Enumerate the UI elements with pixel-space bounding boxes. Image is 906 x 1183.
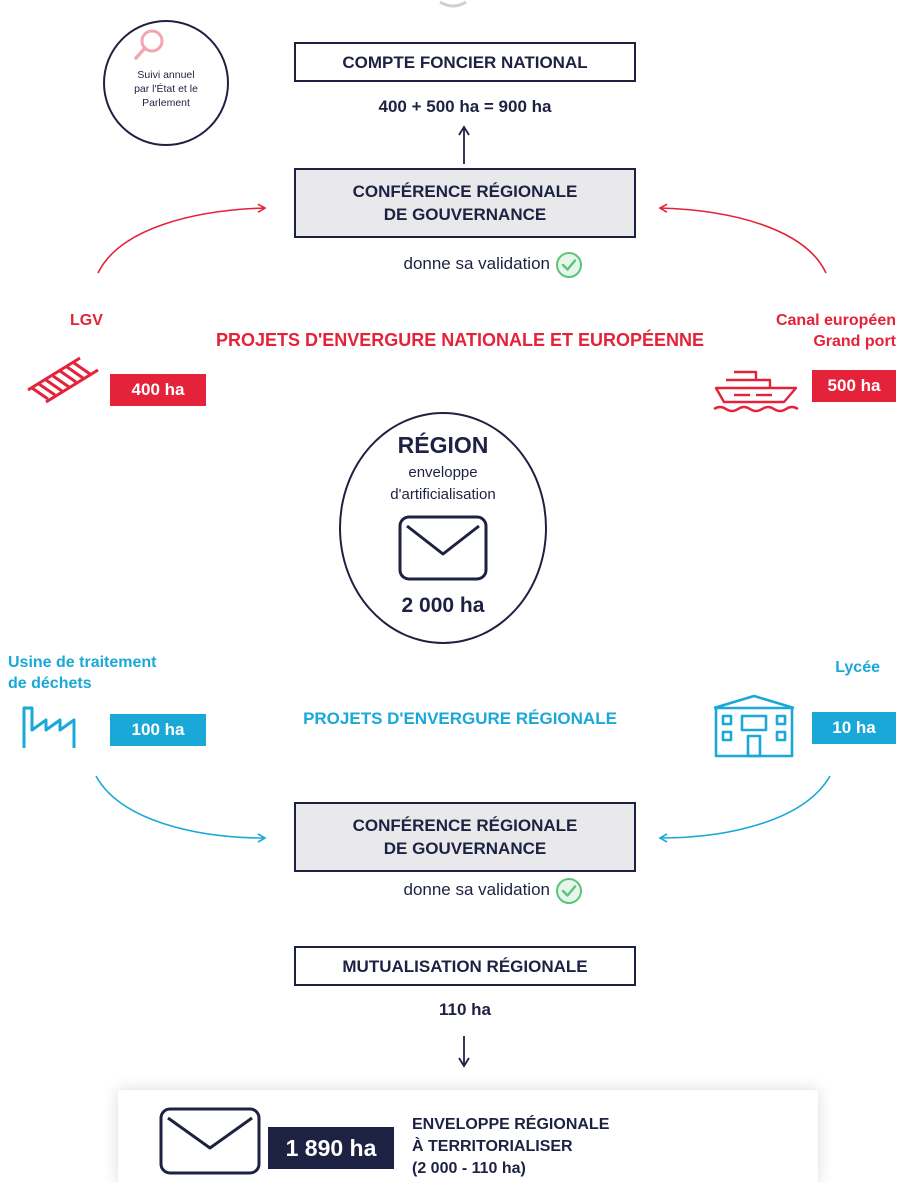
region-circle: RÉGION enveloppe d'artificialisation 2 0… (339, 412, 547, 644)
top-conference-title: CONFÉRENCE RÉGIONALE DE GOUVERNANCE (352, 182, 578, 224)
factory-area-tag: 100 ha (110, 714, 206, 746)
railway-track-icon (27, 356, 99, 404)
factory-icon (22, 706, 76, 748)
national-account-box: COMPTE FONCIER NATIONAL (294, 42, 636, 82)
territorial-envelope-panel (118, 1090, 818, 1183)
check-circle-icon (556, 878, 582, 904)
factory-label: Usine de traitement de déchets (8, 654, 157, 692)
ship-icon (713, 370, 799, 413)
region-subtitle: enveloppe d'artificialisation (390, 464, 496, 503)
monitoring-circle: Suivi annuel par l'État et le Parlement (103, 20, 229, 146)
magnifier-icon (134, 29, 164, 60)
region-area: 2 000 ha (401, 594, 485, 617)
envelope-icon (398, 515, 488, 581)
territorial-envelope-text: ENVELOPPE RÉGIONALE À TERRITORIALISER (2… (412, 1116, 610, 1177)
bottom-conference-box: CONFÉRENCE RÉGIONALE DE GOUVERNANCE (294, 802, 636, 872)
national-account-formula: 400 + 500 ha = 900 ha (378, 97, 552, 116)
blue-arrow-right (658, 775, 831, 843)
national-projects-heading: PROJETS D'ENVERGURE NATIONALE ET EUROPÉE… (215, 330, 704, 350)
regional-projects-heading: PROJETS D'ENVERGURE RÉGIONALE (303, 709, 617, 728)
school-building-icon (713, 694, 795, 758)
territorial-area-tag: 1 890 ha (268, 1127, 394, 1169)
canal-label: Canal européen Grand port (775, 312, 896, 350)
lgv-area-tag: 400 ha (110, 374, 206, 406)
region-title: RÉGION (397, 432, 489, 458)
red-arrow-left (97, 203, 267, 274)
blue-arrow-left (95, 775, 267, 843)
top-arc-fragment (439, 0, 467, 8)
top-validation-text: donne sa validation (403, 254, 550, 273)
top-conference-box: CONFÉRENCE RÉGIONALE DE GOUVERNANCE (294, 168, 636, 238)
lycee-area-tag: 10 ha (812, 712, 896, 744)
mutualisation-title: MUTUALISATION RÉGIONALE (342, 956, 588, 976)
monitoring-text: Suivi annuel par l'État et le Parlement (134, 69, 198, 109)
lgv-label: LGV (70, 312, 103, 329)
mutualisation-area: 110 ha (439, 1000, 491, 1019)
lycee-label: Lycée (835, 659, 880, 676)
red-arrow-right (658, 203, 827, 274)
national-account-title: COMPTE FONCIER NATIONAL (342, 52, 588, 72)
bottom-validation-text: donne sa validation (403, 880, 550, 899)
canal-area-tag: 500 ha (812, 370, 896, 402)
mutualisation-box: MUTUALISATION RÉGIONALE (294, 946, 636, 986)
bottom-conference-title: CONFÉRENCE RÉGIONALE DE GOUVERNANCE (352, 816, 578, 858)
check-circle-icon (556, 252, 582, 278)
envelope-icon (159, 1107, 261, 1175)
